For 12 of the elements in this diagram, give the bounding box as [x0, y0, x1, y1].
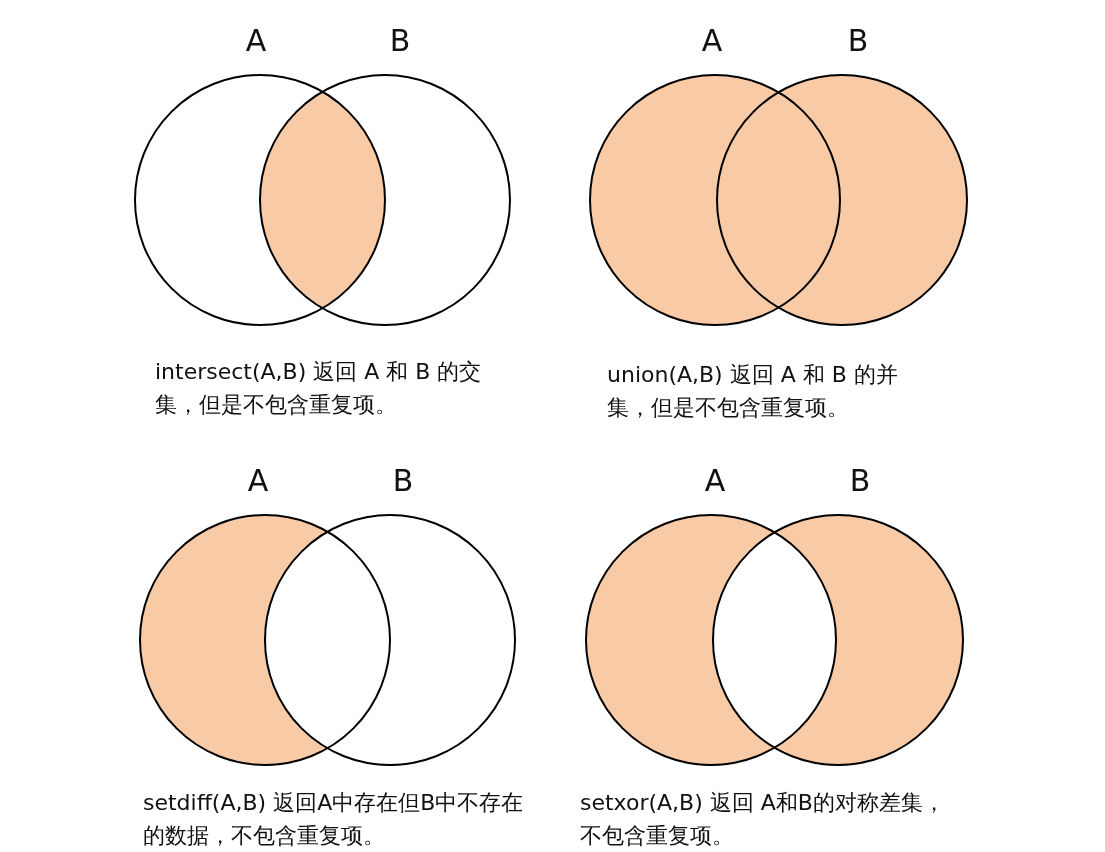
set-label: B	[846, 23, 870, 59]
set-label: A	[700, 23, 724, 59]
set-label: B	[848, 463, 872, 499]
description-text: intersect(A,B) 返回 A 和 B 的交集，但是不包含重复项。	[155, 358, 483, 419]
set-label: B	[391, 463, 415, 499]
set-label: B	[388, 23, 412, 59]
set-label: A	[246, 463, 270, 499]
description-text: union(A,B) 返回 A 和 B 的并集，但是不包含重复项。	[607, 361, 899, 422]
set-label: A	[244, 23, 268, 59]
description-text: setdiff(A,B) 返回A中存在但B中不存在的数据，不包含重复项。	[143, 789, 525, 850]
set-label: A	[703, 463, 727, 499]
description-text: setxor(A,B) 返回 A和B的对称差集，不包含重复项。	[580, 789, 946, 850]
